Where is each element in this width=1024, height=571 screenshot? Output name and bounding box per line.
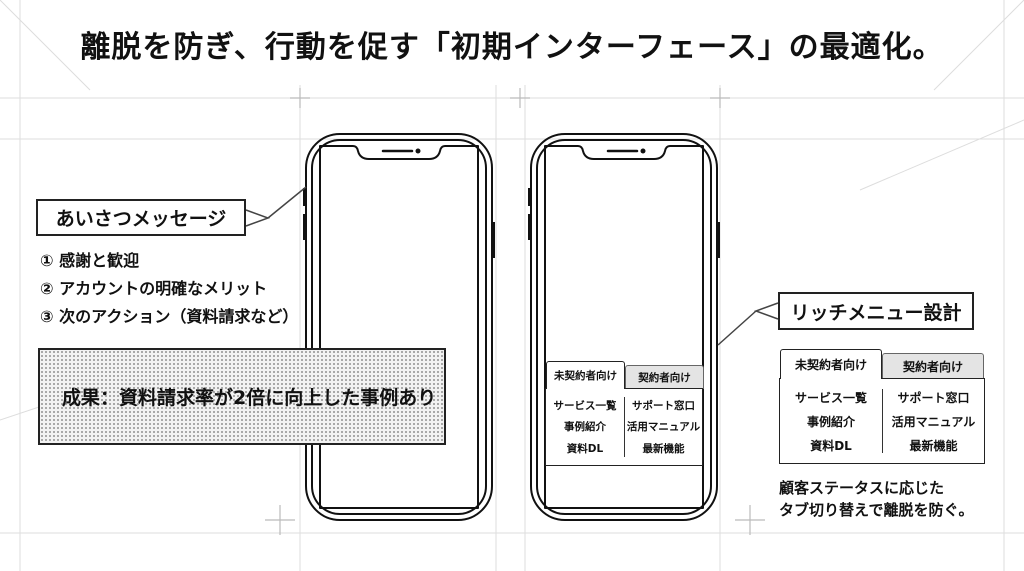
phone-menu-item[interactable]: 事例紹介 — [564, 421, 606, 434]
phone-menu-tabs: 未契約者向け 契約者向け — [546, 361, 704, 389]
phone-left — [303, 133, 495, 521]
menu-tab-non-contract[interactable]: 未契約者向け — [780, 349, 882, 379]
greeting-items: ① 感謝と歓迎 ② アカウントの明確なメリット ③ 次のアクション（資料請求など… — [40, 247, 298, 331]
phone-menu-item[interactable]: 最新機能 — [642, 442, 685, 455]
menu-item[interactable]: 資料DL — [810, 438, 852, 453]
caption-line: タブ切り替えで離脱を防ぐ。 — [779, 501, 974, 519]
greeting-item: ① 感謝と歓迎 — [40, 251, 140, 270]
menu-tab-contract[interactable]: 契約者向け — [882, 353, 984, 379]
phone-menu-item[interactable]: 活用マニュアル — [626, 421, 701, 434]
menu-left-column: サービス一覧 事例紹介 資料DL — [780, 379, 882, 463]
greeting-message-label: あいさつメッセージ — [36, 199, 246, 236]
menu-item[interactable]: 活用マニュアル — [891, 414, 976, 429]
page-title: 離脱を防ぎ、行動を促す「初期インターフェース」の最適化。 — [80, 30, 944, 65]
result-box: 成果：資料請求率が2倍に向上した事例あり — [38, 348, 446, 445]
phone-right — [528, 133, 720, 521]
phone-tab-contract[interactable]: 契約者向け — [625, 365, 704, 389]
phone-menu-item[interactable]: 資料DL — [566, 442, 604, 455]
menu-diagram-tabs: 未契約者向け 契約者向け — [780, 349, 984, 379]
phone-menu-right-column: サポート窓口 活用マニュアル 最新機能 — [625, 389, 702, 465]
crop-marks — [265, 88, 765, 535]
menu-divider — [882, 389, 883, 453]
menu-item[interactable]: 事例紹介 — [806, 414, 855, 429]
phone-menu-divider — [624, 397, 625, 457]
menu-item[interactable]: サポート窓口 — [897, 390, 970, 405]
callout-pointers — [245, 186, 779, 346]
rich-menu-label: リッチメニュー設計 — [778, 292, 974, 330]
menu-right-column: サポート窓口 活用マニュアル 最新機能 — [883, 379, 984, 463]
greeting-item: ② アカウントの明確なメリット — [40, 279, 268, 298]
result-text: 成果：資料請求率が2倍に向上した事例あり — [62, 387, 437, 409]
greeting-item: ③ 次のアクション（資料請求など） — [40, 307, 299, 326]
rich-menu-caption: 顧客ステータスに応じた タブ切り替えで離脱を防ぐ。 — [779, 477, 974, 521]
menu-diagram-panel: サービス一覧 事例紹介 資料DL サポート窓口 活用マニュアル 最新機能 — [779, 378, 985, 464]
menu-item[interactable]: 最新機能 — [909, 438, 958, 453]
phone-menu-item[interactable]: サービス一覧 — [553, 400, 617, 413]
phone-menu-left-column: サービス一覧 事例紹介 資料DL — [546, 389, 624, 465]
caption-line: 顧客ステータスに応じた — [779, 479, 945, 497]
menu-item[interactable]: サービス一覧 — [794, 390, 867, 405]
phone-tab-non-contract[interactable]: 未契約者向け — [546, 361, 625, 389]
phone-menu-panel: サービス一覧 事例紹介 資料DL サポート窓口 活用マニュアル 最新機能 — [545, 388, 703, 466]
phone-menu-item[interactable]: サポート窓口 — [632, 400, 695, 413]
